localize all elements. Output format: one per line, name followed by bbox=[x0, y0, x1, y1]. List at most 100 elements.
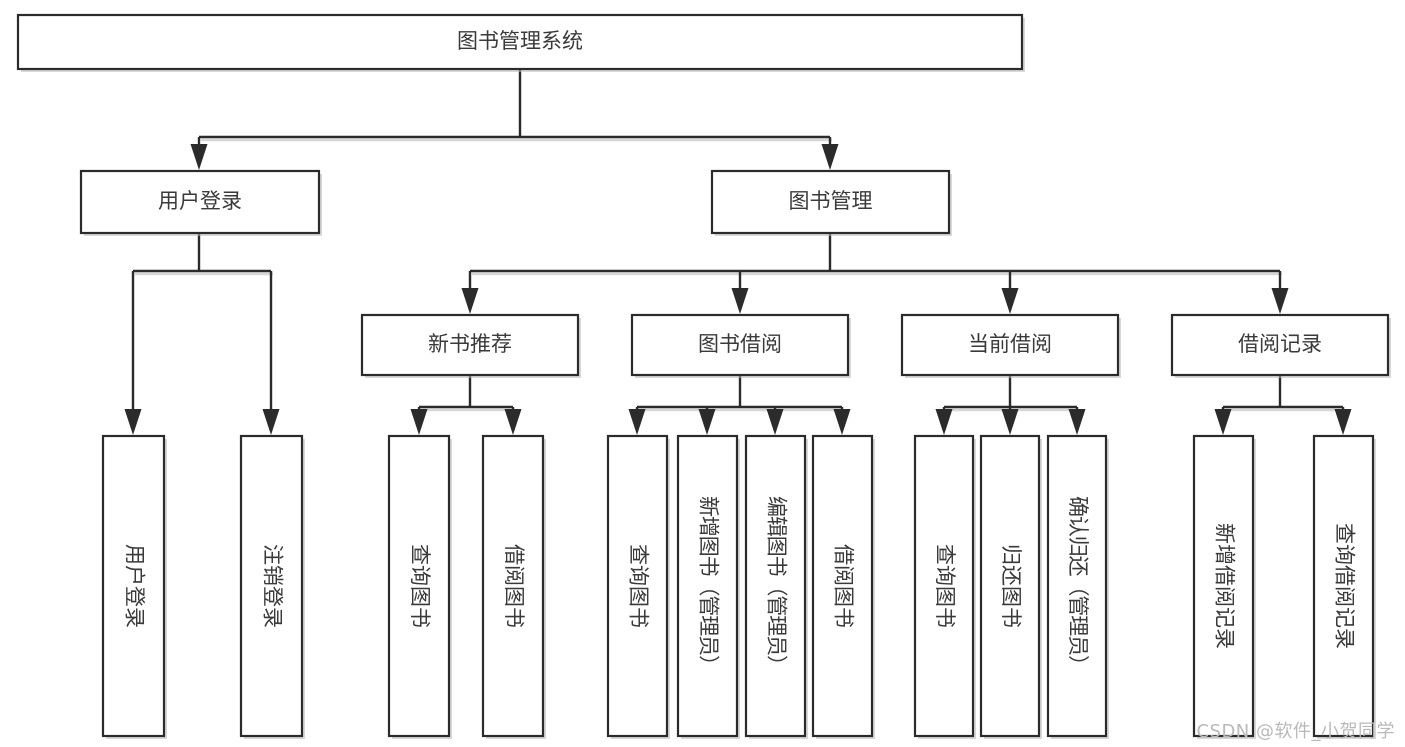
connector-book-manage-a1 bbox=[461, 271, 479, 314]
connector-root-bus bbox=[199, 135, 832, 142]
arrow-head-icon bbox=[1001, 409, 1019, 435]
node-leaf-add-borrow-record[interactable]: 新增借阅记录 bbox=[1192, 434, 1256, 739]
arrow-head-icon bbox=[698, 409, 716, 435]
arrow-head-icon bbox=[1068, 409, 1086, 435]
arrow-head-icon bbox=[190, 144, 208, 170]
node-label: 借阅图书 bbox=[832, 544, 856, 628]
arrow-head-icon bbox=[124, 409, 142, 435]
arrow-head-icon bbox=[731, 288, 749, 314]
node-box-leaf[interactable] bbox=[481, 434, 545, 738]
nodes-layer: 图书管理系统用户登录图书管理新书推荐图书借阅当前借阅借阅记录用户登录注销登录查询… bbox=[16, 13, 1391, 739]
node-label: 查询图书 bbox=[408, 544, 432, 628]
node-box-leaf[interactable] bbox=[606, 434, 669, 738]
node-box-leaf[interactable] bbox=[811, 434, 874, 738]
node-label: 用户登录 bbox=[123, 544, 147, 628]
connector-rec-bus bbox=[419, 405, 515, 412]
node-box-leaf[interactable] bbox=[101, 434, 166, 738]
arrow-head-icon bbox=[410, 409, 428, 435]
node-box-leaf[interactable] bbox=[1192, 434, 1255, 738]
node-borrow-record[interactable]: 借阅记录 bbox=[1170, 313, 1391, 378]
node-leaf-logout[interactable]: 注销登录 bbox=[239, 434, 305, 739]
connector-user-login-bus bbox=[133, 269, 273, 276]
node-label: 查询图书 bbox=[933, 544, 957, 628]
node-leaf-edit-book-admin[interactable]: 编辑图书（管理员） bbox=[744, 434, 808, 739]
connector-root-to-book-manage bbox=[821, 137, 839, 170]
arrow-head-icon bbox=[833, 409, 851, 435]
connector-borrow-bus bbox=[637, 405, 844, 412]
node-box-level2[interactable] bbox=[710, 169, 951, 235]
connector-borrow-a1 bbox=[628, 407, 646, 435]
node-box-level3[interactable] bbox=[900, 313, 1120, 377]
node-label: 确认归还（管理员） bbox=[1066, 496, 1090, 676]
connector-current-a2 bbox=[1001, 407, 1019, 435]
node-label: 编辑图书（管理员） bbox=[765, 496, 789, 676]
node-box-level3[interactable] bbox=[1170, 313, 1390, 377]
node-leaf-borrow-book[interactable]: 借阅图书 bbox=[811, 434, 875, 739]
node-box-level3[interactable] bbox=[630, 313, 850, 377]
node-leaf-query-book-current[interactable]: 查询图书 bbox=[913, 434, 976, 739]
node-box-leaf[interactable] bbox=[239, 434, 304, 738]
node-leaf-query-book-borrow[interactable]: 查询图书 bbox=[606, 434, 670, 739]
arrow-head-icon bbox=[262, 409, 280, 435]
node-leaf-query-book-rec[interactable]: 查询图书 bbox=[387, 434, 452, 739]
node-label: 新书推荐 bbox=[428, 332, 512, 356]
node-box-leaf[interactable] bbox=[387, 434, 451, 738]
connector-record-a2 bbox=[1334, 407, 1352, 435]
node-box-leaf[interactable] bbox=[1046, 434, 1108, 738]
connector-book-manage-a4 bbox=[1271, 271, 1289, 314]
connector-book-manage-a2 bbox=[731, 271, 749, 314]
node-label: 图书借阅 bbox=[698, 332, 782, 356]
node-label: 借阅图书 bbox=[502, 544, 526, 628]
node-label: 查询借阅记录 bbox=[1333, 523, 1357, 649]
node-leaf-user-login[interactable]: 用户登录 bbox=[101, 434, 167, 739]
connector-book-manage-bus bbox=[470, 269, 1282, 276]
connector-current-a3 bbox=[1068, 407, 1086, 435]
node-user-login[interactable]: 用户登录 bbox=[79, 169, 322, 236]
arrow-head-icon bbox=[1214, 409, 1232, 435]
node-box-leaf[interactable] bbox=[1312, 434, 1375, 738]
connector-rec-a2 bbox=[504, 407, 522, 435]
node-book-borrow[interactable]: 图书借阅 bbox=[630, 313, 851, 378]
node-leaf-query-borrow-record[interactable]: 查询借阅记录 bbox=[1312, 434, 1376, 739]
node-new-book-recommend[interactable]: 新书推荐 bbox=[360, 313, 581, 378]
arrow-head-icon bbox=[766, 409, 784, 435]
connector-user-login-a2 bbox=[262, 271, 280, 435]
arrow-head-icon bbox=[821, 144, 839, 170]
node-leaf-borrow-book-rec[interactable]: 借阅图书 bbox=[481, 434, 546, 739]
node-root[interactable]: 图书管理系统 bbox=[16, 13, 1025, 72]
node-label: 新增图书（管理员） bbox=[697, 496, 721, 676]
watermark-text: CSDN @软件_小贺同学 bbox=[1196, 721, 1395, 742]
node-label: 新增借阅记录 bbox=[1213, 523, 1237, 649]
node-label: 归还图书 bbox=[999, 544, 1023, 628]
connector-user-login-a1 bbox=[124, 271, 142, 435]
node-box-leaf[interactable] bbox=[979, 434, 1041, 738]
node-current-borrow[interactable]: 当前借阅 bbox=[900, 313, 1121, 378]
connector-record-a1 bbox=[1214, 407, 1232, 435]
node-label: 图书管理系统 bbox=[457, 29, 583, 53]
node-box-leaf[interactable] bbox=[913, 434, 975, 738]
node-box-level2[interactable] bbox=[79, 169, 321, 235]
node-label: 查询图书 bbox=[627, 544, 651, 628]
node-label: 注销登录 bbox=[261, 544, 285, 628]
connector-borrow-a3 bbox=[766, 407, 784, 435]
arrow-head-icon bbox=[1334, 409, 1352, 435]
node-label: 用户登录 bbox=[158, 189, 242, 213]
node-label: 图书管理 bbox=[789, 189, 873, 213]
node-book-manage[interactable]: 图书管理 bbox=[710, 169, 952, 236]
node-box-root[interactable] bbox=[16, 13, 1024, 71]
node-leaf-return-book[interactable]: 归还图书 bbox=[979, 434, 1042, 739]
node-box-level3[interactable] bbox=[360, 313, 580, 377]
connector-borrow-a2 bbox=[698, 407, 716, 435]
connector-rec-a1 bbox=[410, 407, 428, 435]
node-leaf-add-book-admin[interactable]: 新增图书（管理员） bbox=[676, 434, 740, 739]
connectors-layer bbox=[124, 69, 1352, 435]
node-leaf-confirm-return-admin[interactable]: 确认归还（管理员） bbox=[1046, 434, 1109, 739]
arrow-head-icon bbox=[628, 409, 646, 435]
node-label: 借阅记录 bbox=[1238, 332, 1322, 356]
arrow-head-icon bbox=[461, 288, 479, 314]
node-label: 当前借阅 bbox=[968, 332, 1052, 356]
node-box-leaf[interactable] bbox=[744, 434, 807, 738]
node-box-leaf[interactable] bbox=[676, 434, 739, 738]
